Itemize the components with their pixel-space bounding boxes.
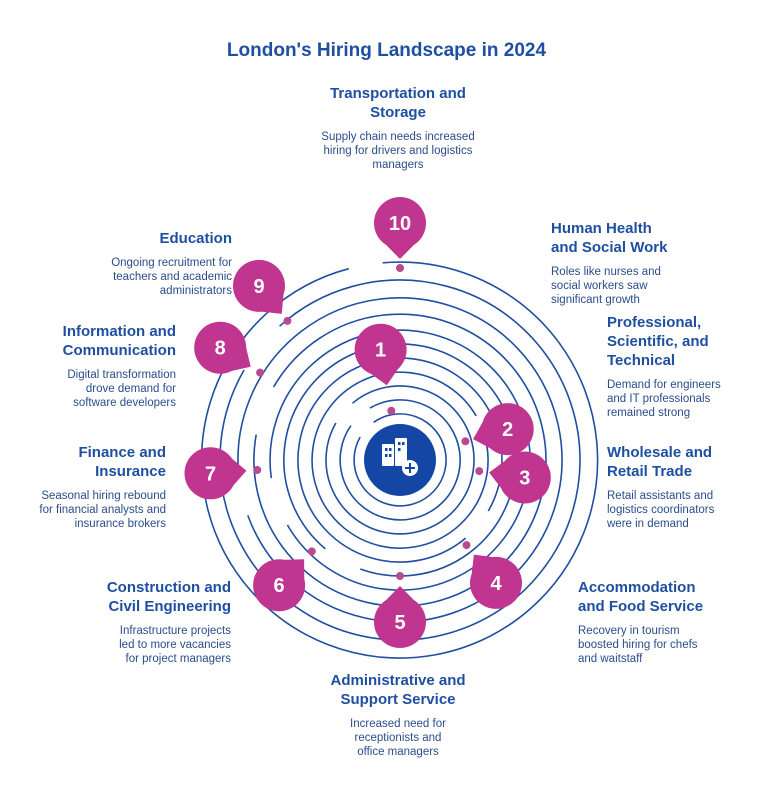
sector-description: Roles like nurses and social workers saw… xyxy=(551,266,661,306)
orbit-dot xyxy=(387,406,396,415)
orbit-ring xyxy=(325,385,475,535)
sector-heading: Administrative and Support Service xyxy=(330,672,466,708)
number-badge xyxy=(233,259,285,312)
orbit-dot xyxy=(475,467,484,476)
number-badge xyxy=(354,323,407,376)
label-sector-4: Accommodation and Food Service Recovery … xyxy=(578,578,718,666)
sector-description: Digital transformation drove demand for … xyxy=(67,369,176,409)
badge-number: 10 xyxy=(389,213,411,235)
sector-heading: Wholesale and Retail Trade xyxy=(607,444,713,480)
badge-number: 2 xyxy=(502,419,513,441)
orbit-dot xyxy=(283,316,292,325)
orbit-dot xyxy=(396,572,404,580)
badge-number: 9 xyxy=(253,276,264,298)
orbit-ring xyxy=(311,371,489,549)
badge-number: 6 xyxy=(274,575,285,597)
orbit-dot xyxy=(396,264,404,272)
number-badge xyxy=(470,556,522,609)
orbit-dot xyxy=(307,547,316,556)
sector-heading: Information and Communication xyxy=(62,323,176,359)
badge-number: 3 xyxy=(519,468,530,490)
sector-description: Infrastructure projects led to more vaca… xyxy=(119,625,231,665)
orbit-ring xyxy=(339,399,461,521)
badge-number: 5 xyxy=(394,612,405,634)
label-sector-5: Administrative and Support Service Incre… xyxy=(318,671,478,759)
sector-heading: Construction and Civil Engineering xyxy=(106,579,231,615)
orbit-ring xyxy=(283,343,517,577)
label-sector-6: Construction and Civil Engineering Infra… xyxy=(96,578,231,666)
label-sector-2: Wholesale and Retail Trade Retail assist… xyxy=(607,443,732,531)
number-badge xyxy=(374,596,426,648)
label-sector-8: Information and Communication Digital tr… xyxy=(46,322,176,410)
badge-number: 4 xyxy=(490,573,502,595)
number-badge xyxy=(184,447,237,500)
label-sector-10: Transportation and Storage Supply chain … xyxy=(318,84,478,172)
badge-pointer xyxy=(386,245,414,259)
orbit-dot xyxy=(253,466,262,474)
orbit-dot xyxy=(462,541,471,550)
orbit-dot xyxy=(256,368,265,377)
number-badge xyxy=(194,321,247,374)
orbit-ring xyxy=(353,413,447,507)
orbit-ring xyxy=(219,279,581,641)
number-badge xyxy=(481,403,534,456)
number-badge xyxy=(498,451,551,504)
office-building-plus-icon xyxy=(382,438,418,476)
sector-description: Retail assistants and logistics coordina… xyxy=(607,490,715,530)
sector-description: Supply chain needs increased hiring for … xyxy=(321,131,475,171)
sector-description: Demand for engineers and IT professional… xyxy=(607,379,721,419)
label-sector-7: Finance and Insurance Seasonal hiring re… xyxy=(36,443,166,531)
number-badge xyxy=(374,197,426,249)
sector-heading: Accommodation and Food Service xyxy=(578,579,704,615)
sector-heading: Education xyxy=(159,230,232,247)
sector-heading: Human Health and Social Work xyxy=(551,220,668,256)
label-sector-9: Education Ongoing recruitment for teache… xyxy=(96,229,232,298)
sector-description: Increased need for receptionists and off… xyxy=(350,718,446,758)
number-badge xyxy=(253,559,306,612)
sector-heading: Finance and Insurance xyxy=(78,444,166,480)
label-sector-1: Professional, Scientific, and Technical … xyxy=(607,313,737,420)
badge-pointer xyxy=(386,586,414,600)
orbit-dot xyxy=(461,437,470,446)
sector-description: Seasonal hiring rebound for financial an… xyxy=(39,490,166,530)
orbit-ring xyxy=(200,261,599,659)
sector-heading: Professional, Scientific, and Technical xyxy=(607,314,709,369)
badge-number: 8 xyxy=(215,338,226,360)
badge-number: 7 xyxy=(205,463,216,485)
sector-heading: Transportation and Storage xyxy=(330,85,466,121)
page-title: London's Hiring Landscape in 2024 xyxy=(226,40,547,61)
badge-number: 1 xyxy=(375,340,386,362)
sector-description: Recovery in tourism boosted hiring for c… xyxy=(578,625,698,665)
sector-description: Ongoing recruitment for teachers and aca… xyxy=(111,257,232,297)
label-sector-3: Human Health and Social Work Roles like … xyxy=(551,219,671,307)
orbit-ring xyxy=(237,297,563,623)
